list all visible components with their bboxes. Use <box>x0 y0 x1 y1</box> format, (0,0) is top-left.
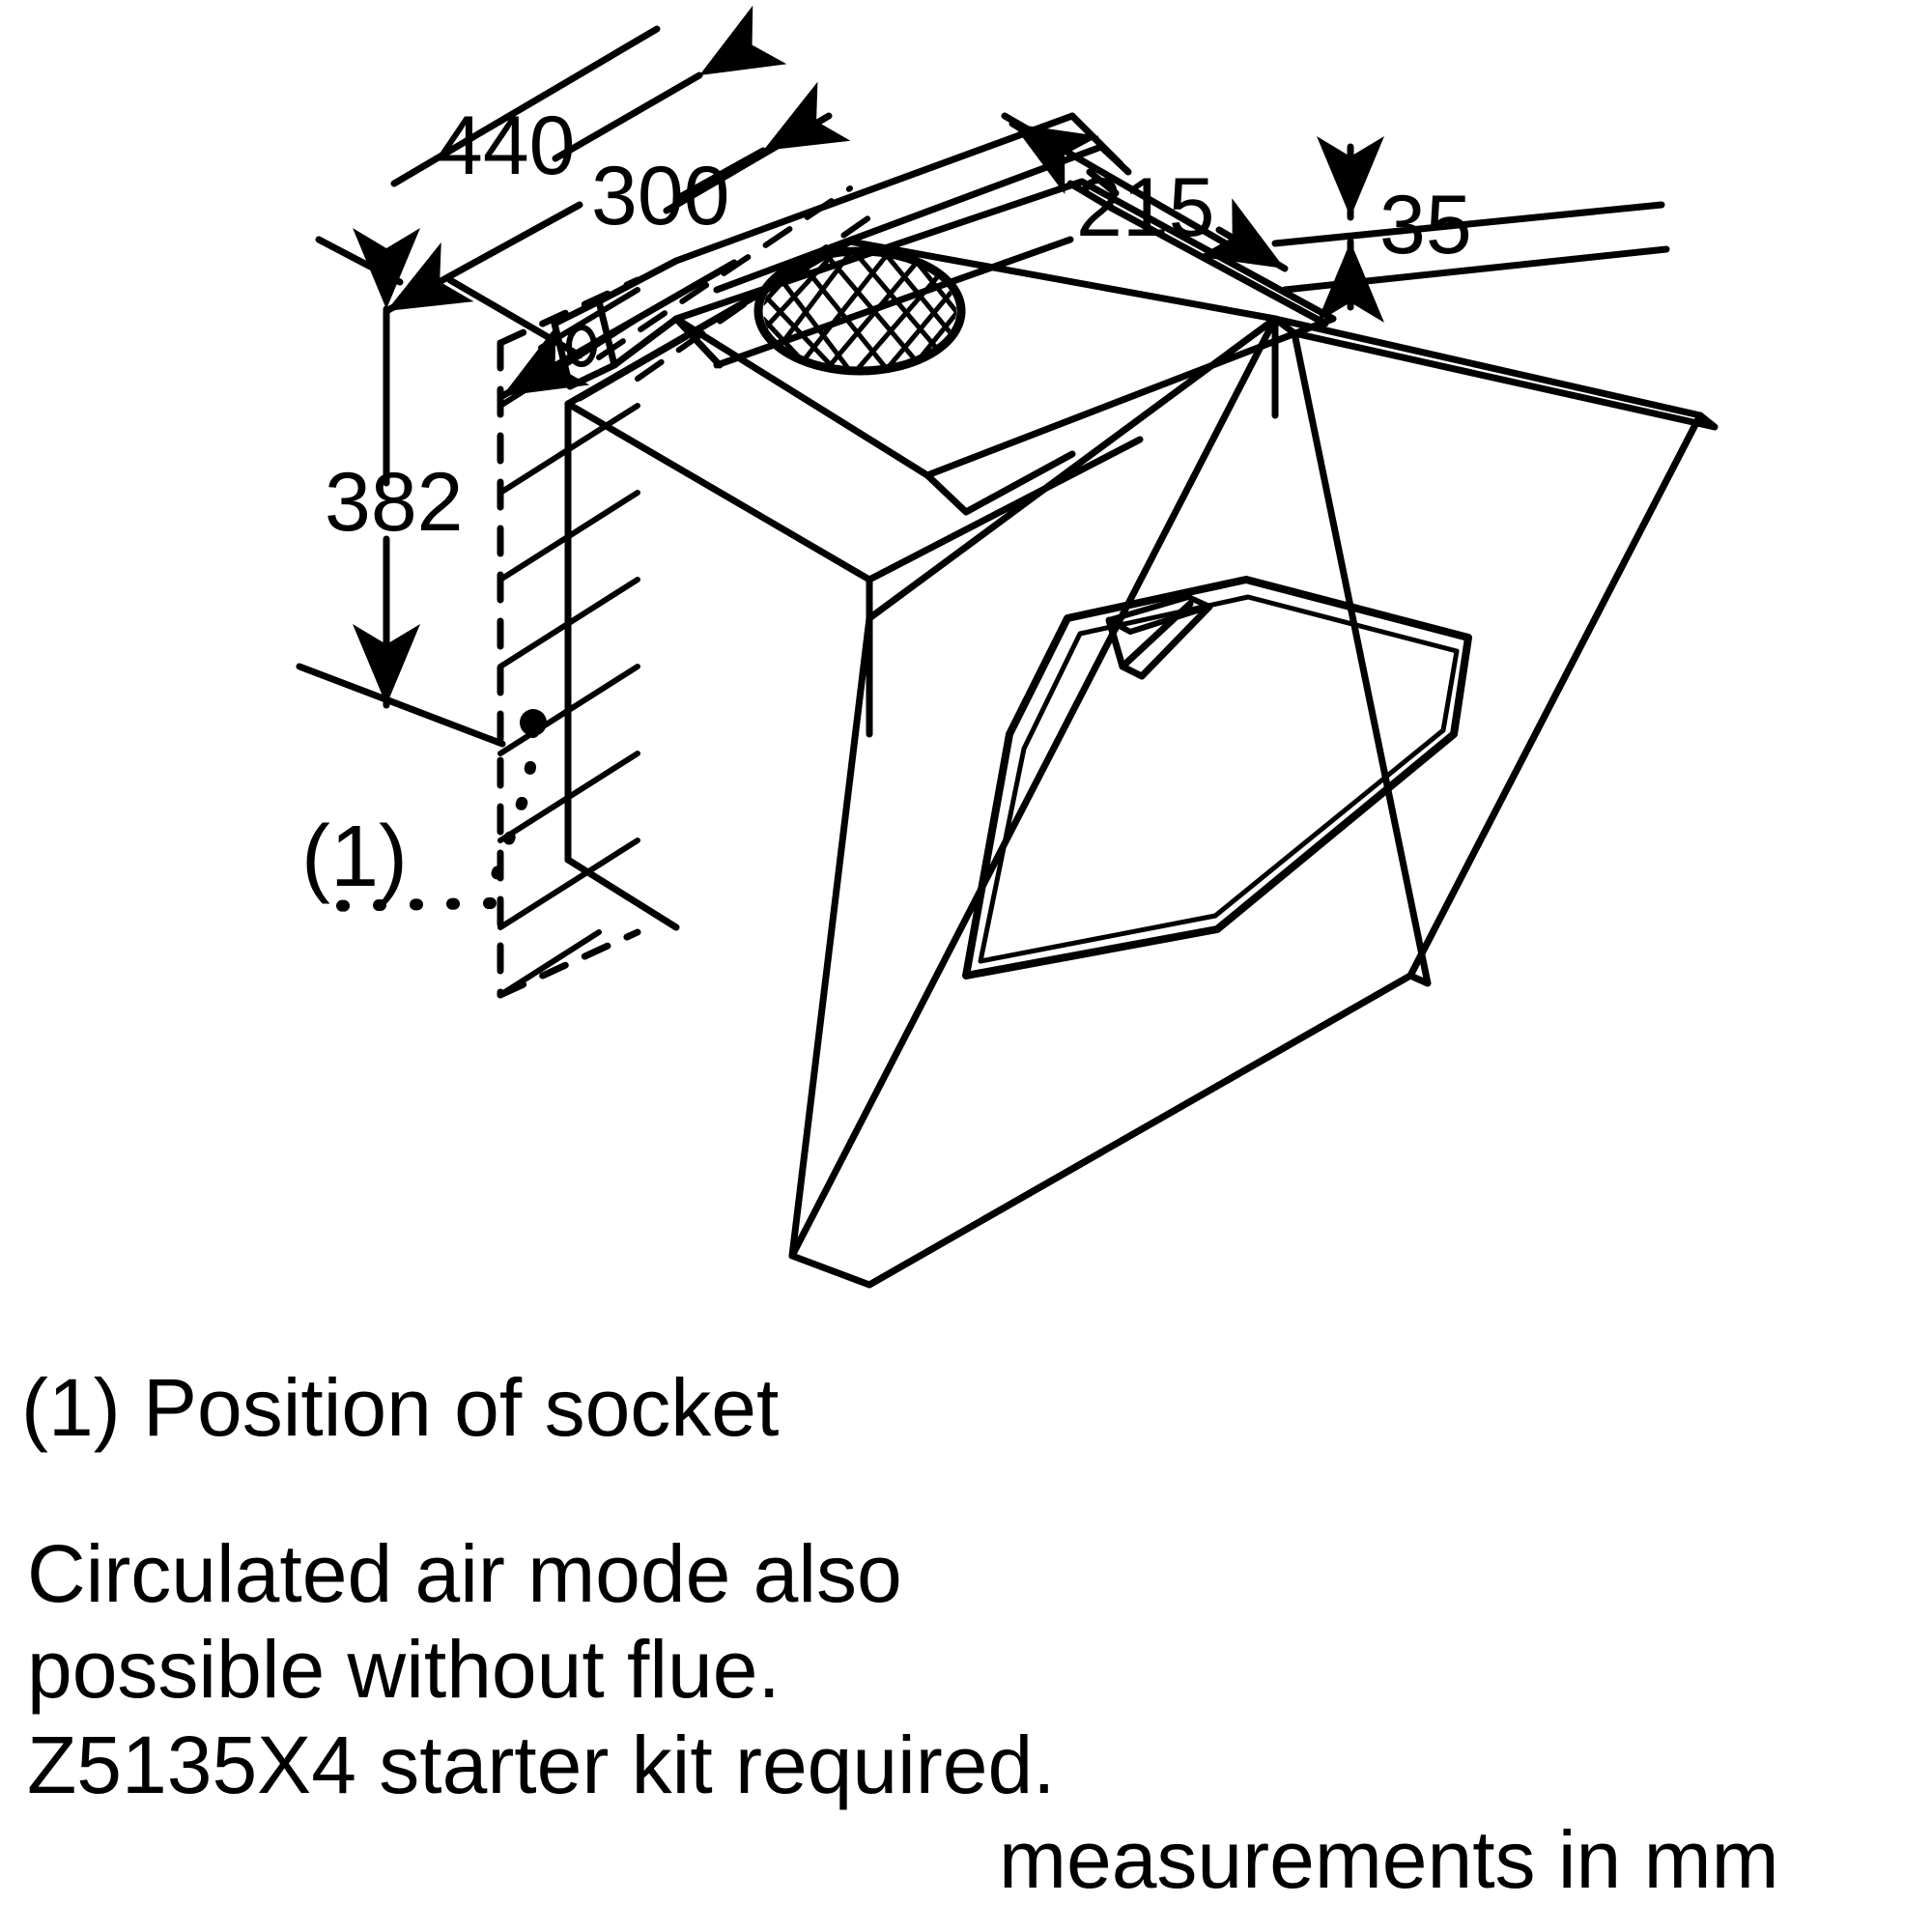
socket-leader-dotted <box>319 724 539 912</box>
dimension-300 <box>446 81 851 400</box>
note-air-line-2: possible without flue. <box>27 1624 781 1716</box>
hood-body <box>564 238 1279 931</box>
socket-marker <box>520 709 547 736</box>
dimension-label-300: 300 <box>591 150 730 242</box>
note-circulated-air-mode: Circulated air mode also possible withou… <box>27 1526 1056 1813</box>
dimension-label-382: 382 <box>325 456 464 549</box>
dimension-35 <box>1271 136 1670 323</box>
callout-label-1: (1) <box>301 809 408 905</box>
dimension-label-215: 215 <box>1076 161 1215 254</box>
vent-mesh-circle <box>753 246 966 376</box>
note-air-line-3: Z5135X4 starter kit required. <box>27 1719 1056 1811</box>
note-measurements-in-mm: measurements in mm <box>999 1814 1779 1905</box>
flue-duct <box>672 112 1132 294</box>
note-position-of-socket: (1) Position of socket <box>21 1362 780 1453</box>
glass-front-panel <box>788 315 1719 1289</box>
dimension-382 <box>296 228 506 748</box>
dimension-label-35: 35 <box>1379 179 1472 271</box>
dimension-label-440: 440 <box>437 99 576 192</box>
dimension-215 <box>1001 112 1289 272</box>
hidden-duct-lines <box>596 185 872 382</box>
note-air-line-1: Circulated air mode also <box>27 1528 902 1619</box>
